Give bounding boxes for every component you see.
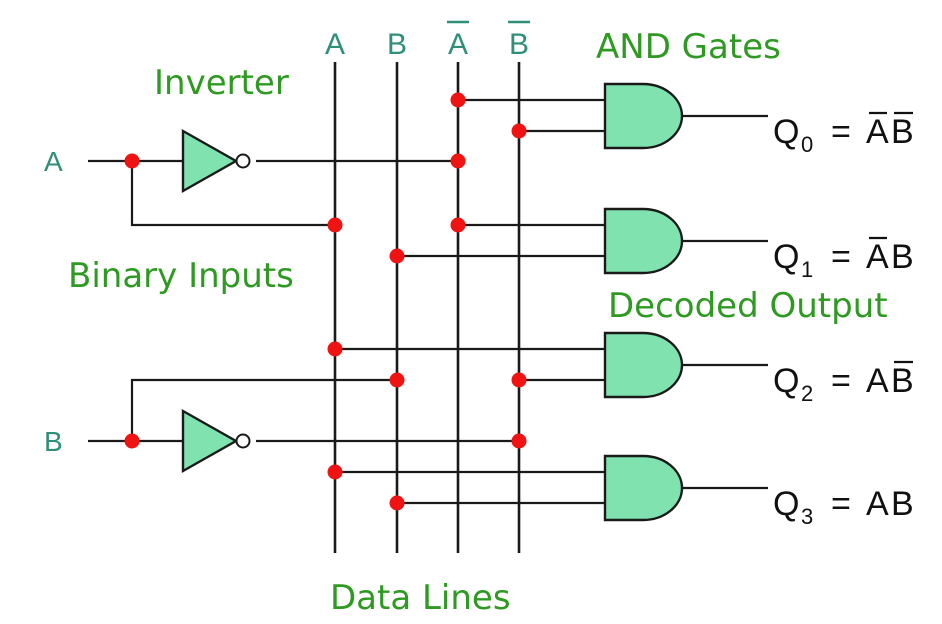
inverter-b-triangle-icon [181,408,239,474]
label-decoded-output: Decoded Output [608,286,888,326]
output-term-a: A [866,238,889,276]
junction-node [327,341,343,357]
gate-output-wires [682,114,768,490]
output-equals: = [831,238,851,276]
inverter-b-bubble-icon [235,433,251,449]
output-subscript: 0 [801,132,813,157]
output-q-letter: Q [773,238,799,276]
junction-nodes [124,92,527,511]
junction-node [327,217,343,233]
data-line-labels: A B A B [325,20,530,61]
junction-node [389,372,405,388]
inverter-a-triangle-icon [181,128,239,194]
junction-node [389,248,405,264]
junction-node [389,495,405,511]
label-binary-inputs: Binary Inputs [68,256,294,296]
output-term-b: B [891,113,914,151]
annotation-labels: AND Gates Inverter Binary Inputs Decoded… [68,27,888,618]
junction-node [511,372,527,388]
junction-node [124,153,140,169]
input-b-wiring [88,378,519,443]
input-a-wiring [88,159,458,227]
junction-node [450,153,466,169]
output-subscript: 1 [801,257,813,282]
data-lines [333,62,521,553]
input-label-b: B [44,426,63,457]
and-gates [603,82,684,522]
and-gate-q2-icon [603,331,684,399]
output-term-b: B [891,362,914,400]
gate-input-wires [335,98,605,505]
label-and-gates: AND Gates [596,27,781,67]
junction-node [511,123,527,139]
inverter-a [181,128,251,194]
inverter-b [181,408,251,474]
output-q-letter: Q [773,362,799,400]
junction-node [327,464,343,480]
output-q-letter: Q [773,485,799,523]
output-q-letter: Q [773,113,799,151]
output-equals: = [831,485,851,523]
input-label-a: A [44,146,63,177]
and-gate-q3-icon [603,454,684,522]
junction-node [124,433,140,449]
data-line-label-a: A [325,28,345,61]
input-labels: A B [44,146,63,457]
data-line-label-b: B [387,28,407,61]
output-term-a: A [866,485,889,523]
output-equals: = [831,113,851,151]
junction-node [450,217,466,233]
output-subscript: 3 [801,504,813,529]
junction-node [511,433,527,449]
output-term-b: B [891,238,914,276]
output-term-a: A [866,113,889,151]
output-term-b: B [891,485,914,523]
output-equals: = [831,362,851,400]
data-line-label-b-bar: B [509,28,529,61]
and-gate-q0-icon [603,82,684,150]
inverter-a-bubble-icon [235,153,251,169]
label-inverter: Inverter [154,63,289,103]
data-line-label-a-bar: A [448,28,468,61]
output-term-a: A [866,362,889,400]
label-data-lines: Data Lines [330,578,511,618]
output-subscript: 2 [801,381,813,406]
junction-node [450,92,466,108]
and-gate-q1-icon [603,207,684,275]
